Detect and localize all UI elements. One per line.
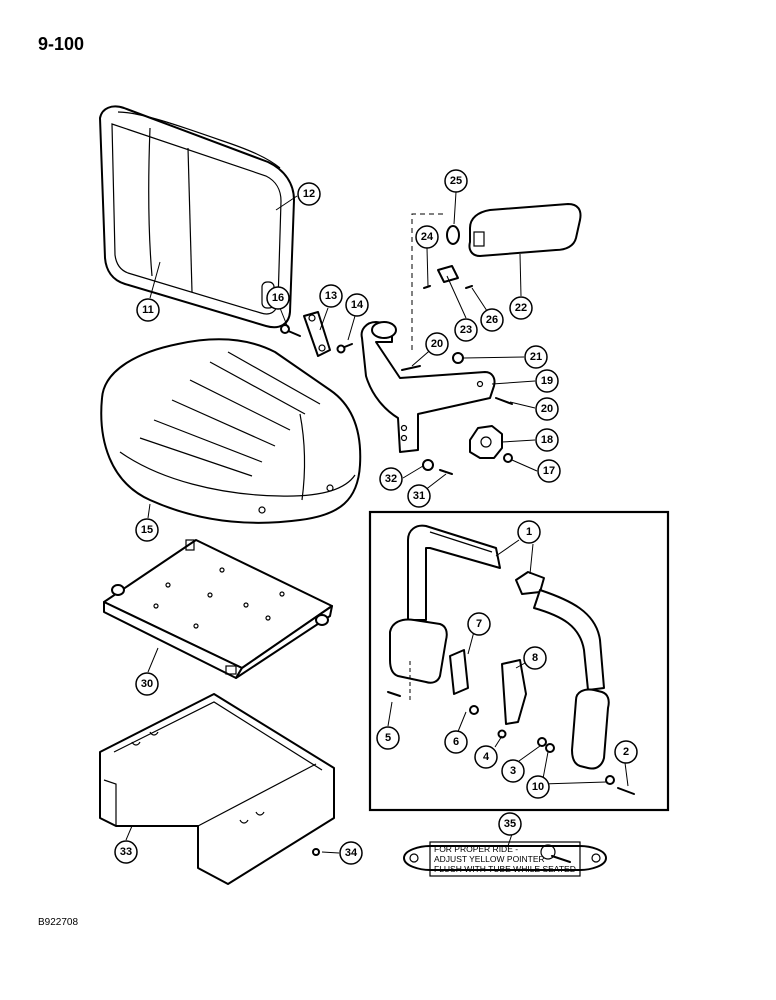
callout-10: 10 <box>526 775 550 799</box>
callout-11: 11 <box>136 298 160 322</box>
decal-line-2: ADJUST YELLOW POINTER <box>434 854 545 864</box>
svg-text:13: 13 <box>325 290 337 302</box>
svg-text:34: 34 <box>345 847 358 859</box>
callout-15: 15 <box>135 518 159 542</box>
svg-text:17: 17 <box>543 465 555 477</box>
armrest-bracket <box>360 213 513 453</box>
svg-text:2: 2 <box>623 746 629 758</box>
svg-text:4: 4 <box>483 751 490 763</box>
callout-34: 34 <box>339 841 363 865</box>
callout-20-upper: 20 <box>425 332 449 356</box>
seat-cushion <box>100 338 362 524</box>
callout-8: 8 <box>523 646 547 670</box>
page-number: 9-100 <box>38 34 85 54</box>
svg-text:8: 8 <box>532 652 538 664</box>
svg-text:15: 15 <box>141 524 153 536</box>
svg-text:20: 20 <box>541 403 553 415</box>
decal-line-1: FOR PROPER RIDE - <box>434 844 518 854</box>
svg-text:33: 33 <box>120 846 132 858</box>
svg-text:19: 19 <box>541 375 553 387</box>
svg-text:20: 20 <box>431 338 443 350</box>
callout-17: 17 <box>537 459 561 483</box>
ride-decal: FOR PROPER RIDE - ADJUST YELLOW POINTER … <box>403 841 607 877</box>
svg-text:14: 14 <box>351 299 364 311</box>
knob-and-fasteners <box>422 352 513 475</box>
svg-text:12: 12 <box>303 188 315 200</box>
callout-12: 12 <box>297 182 321 206</box>
svg-text:5: 5 <box>385 732 391 744</box>
callout-1: 1 <box>517 520 541 544</box>
svg-text:31: 31 <box>413 490 425 502</box>
svg-text:35: 35 <box>504 818 516 830</box>
callout-13: 13 <box>319 284 343 308</box>
callout-21: 21 <box>524 345 548 369</box>
svg-text:3: 3 <box>510 765 516 777</box>
callout-23: 23 <box>454 318 478 342</box>
callout-30: 30 <box>135 672 159 696</box>
svg-text:21: 21 <box>530 351 542 363</box>
callout-4: 4 <box>474 745 498 769</box>
callout-3: 3 <box>501 759 525 783</box>
callout-20-lower: 20 <box>535 397 559 421</box>
seat-skirt <box>99 693 335 885</box>
svg-text:6: 6 <box>453 736 459 748</box>
svg-text:30: 30 <box>141 678 153 690</box>
callout-16: 16 <box>266 286 290 310</box>
callout-5: 5 <box>376 726 400 750</box>
svg-text:10: 10 <box>532 781 544 793</box>
suspension-base <box>103 539 333 679</box>
decal-line-3: FLUSH WITH TUBE WHILE SEATED <box>434 864 576 874</box>
figure-code: B922708 <box>38 917 79 928</box>
svg-text:24: 24 <box>421 231 434 243</box>
hardware-13-14-16 <box>280 311 353 357</box>
callout-18: 18 <box>535 428 559 452</box>
callout-35: 35 <box>498 812 522 836</box>
svg-text:22: 22 <box>515 302 527 314</box>
callout-19: 19 <box>535 369 559 393</box>
svg-text:16: 16 <box>272 292 284 304</box>
callout-22: 22 <box>509 296 533 320</box>
armrest-pad <box>423 203 582 289</box>
callout-33: 33 <box>114 840 138 864</box>
seat-back <box>99 105 295 329</box>
callout-25: 25 <box>444 169 468 193</box>
callout-2: 2 <box>614 740 638 764</box>
callout-24: 24 <box>415 225 439 249</box>
callout-31: 31 <box>407 484 431 508</box>
svg-text:7: 7 <box>476 618 482 630</box>
svg-text:11: 11 <box>142 304 154 316</box>
svg-text:18: 18 <box>541 434 553 446</box>
callout-26: 26 <box>480 308 504 332</box>
callout-7: 7 <box>467 612 491 636</box>
svg-text:25: 25 <box>450 175 462 187</box>
seat-belt-detail <box>368 510 670 812</box>
callout-32: 32 <box>379 467 403 491</box>
callout-14: 14 <box>345 293 369 317</box>
svg-text:26: 26 <box>486 314 498 326</box>
callout-6: 6 <box>444 730 468 754</box>
svg-text:23: 23 <box>460 324 472 336</box>
svg-text:32: 32 <box>385 473 397 485</box>
svg-text:1: 1 <box>526 526 532 538</box>
